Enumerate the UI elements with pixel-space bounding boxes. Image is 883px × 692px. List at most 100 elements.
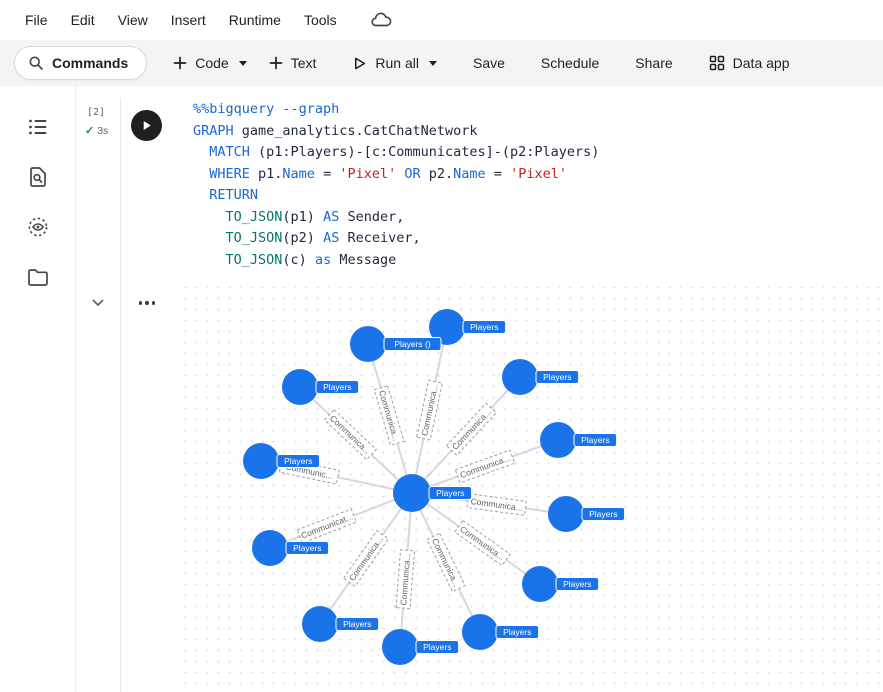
- edge-label[interactable]: Communica...: [454, 519, 511, 567]
- edge-label[interactable]: Communica...: [395, 549, 416, 610]
- dot-icon: [151, 301, 156, 305]
- left-rail: [0, 86, 76, 692]
- execution-time: 3s: [97, 124, 109, 137]
- edge-label[interactable]: Communica...: [416, 379, 443, 441]
- code-line: TO_JSON(p2) AS Receiver,: [225, 230, 421, 246]
- node-label-badge: Players: [415, 640, 460, 654]
- graph-node[interactable]: [548, 496, 584, 532]
- menu-runtime[interactable]: Runtime: [228, 12, 281, 28]
- graph-node[interactable]: [393, 474, 431, 512]
- svg-text:Players: Players: [563, 579, 591, 589]
- graph-node[interactable]: [429, 309, 465, 345]
- edge-label[interactable]: Communica...: [445, 402, 497, 456]
- graph-node[interactable]: [282, 369, 318, 405]
- files-button[interactable]: [14, 252, 62, 302]
- cell-left-border: [120, 98, 121, 692]
- graph-node[interactable]: [462, 614, 498, 650]
- edge-label[interactable]: Communica...: [466, 493, 527, 516]
- play-icon: [352, 56, 367, 71]
- collapse-output-button[interactable]: [89, 294, 107, 312]
- graph-node[interactable]: [502, 359, 538, 395]
- svg-text:Players: Players: [470, 322, 498, 332]
- graph-node[interactable]: [522, 566, 558, 602]
- menu-view[interactable]: View: [117, 12, 148, 28]
- graph-node[interactable]: [350, 326, 386, 362]
- add-code-button[interactable]: Code: [163, 45, 256, 81]
- menu-tools[interactable]: Tools: [303, 12, 337, 28]
- table-of-contents-button[interactable]: [14, 102, 62, 152]
- cloud-save-status-icon[interactable]: [370, 9, 392, 31]
- graph-node[interactable]: [382, 629, 418, 665]
- data-app-label: Data app: [732, 55, 790, 71]
- commands-button[interactable]: Commands: [14, 46, 148, 80]
- svg-text:Players: Players: [436, 488, 464, 498]
- add-text-button[interactable]: Text: [259, 45, 327, 81]
- edge-label[interactable]: Communicat...: [296, 508, 358, 544]
- search-icon: [28, 55, 44, 71]
- chevron-down-icon: [428, 60, 437, 66]
- add-text-label: Text: [290, 55, 317, 71]
- execution-status: ✓ 3s: [85, 124, 109, 138]
- svg-text:Players: Players: [323, 382, 351, 392]
- commands-label: Commands: [52, 55, 129, 71]
- code-line: MATCH (p1:Players)-[c:Communicates]-(p2:…: [209, 144, 600, 160]
- edge-label[interactable]: Communica...: [342, 530, 390, 587]
- toolbar: Commands Code Text Run all Save Schedule…: [0, 40, 883, 86]
- grid-icon: [709, 55, 725, 71]
- run-cell-button[interactable]: [131, 110, 162, 141]
- data-inspector-button[interactable]: [14, 202, 62, 252]
- svg-text:Players: Players: [543, 372, 571, 382]
- schedule-label: Schedule: [540, 55, 600, 71]
- edge-label[interactable]: Communica...: [373, 385, 405, 446]
- svg-text:Communica...: Communica...: [328, 413, 373, 456]
- list-icon: [26, 115, 50, 139]
- plus-icon: [173, 56, 187, 70]
- dot-icon: [138, 301, 143, 305]
- menu-file[interactable]: File: [25, 12, 48, 28]
- output-more-options-button[interactable]: [136, 294, 158, 312]
- share-button[interactable]: Share: [625, 45, 682, 81]
- svg-text:Players (): Players (): [394, 339, 431, 349]
- plus-icon: [269, 56, 283, 70]
- edge-label[interactable]: Communica...: [454, 449, 516, 484]
- menubar: File Edit View Insert Runtime Tools: [0, 0, 883, 40]
- svg-text:Communica...: Communica...: [430, 537, 462, 588]
- svg-text:Players: Players: [503, 627, 531, 637]
- inspector-eye-icon: [26, 215, 50, 239]
- svg-text:Players: Players: [343, 619, 371, 629]
- edge-label[interactable]: Communica...: [323, 408, 377, 461]
- find-replace-button[interactable]: [14, 152, 62, 202]
- graph-node[interactable]: [302, 606, 338, 642]
- code-line: TO_JSON(p1) AS Sender,: [225, 208, 405, 225]
- save-button[interactable]: Save: [463, 45, 515, 81]
- data-app-button[interactable]: Data app: [699, 45, 800, 81]
- dot-icon: [145, 301, 149, 305]
- node-label-badge: Players (): [383, 337, 442, 351]
- svg-text:Players: Players: [581, 435, 609, 445]
- svg-text:Players: Players: [293, 543, 321, 553]
- svg-text:Communica...: Communica...: [347, 534, 385, 583]
- svg-text:Players: Players: [423, 642, 451, 652]
- chevron-down-icon: [238, 60, 247, 66]
- share-label: Share: [635, 55, 673, 71]
- graph-node[interactable]: [252, 530, 288, 566]
- node-label-badge: Players: [495, 625, 540, 639]
- run-all-button[interactable]: Run all: [342, 45, 447, 81]
- node-label-badge: Players: [535, 370, 580, 384]
- edge-label[interactable]: Communica...: [426, 532, 466, 593]
- add-code-label: Code: [195, 55, 229, 71]
- graph-canvas[interactable]: Communica...Communica...Communica...Comm…: [175, 287, 883, 692]
- svg-text:Players: Players: [589, 509, 617, 519]
- schedule-button[interactable]: Schedule: [531, 45, 609, 81]
- node-label-badge: Players: [462, 320, 507, 334]
- node-label-badge: Players: [428, 486, 473, 500]
- graph-node[interactable]: [243, 443, 279, 479]
- menu-insert[interactable]: Insert: [170, 12, 206, 28]
- menu-edit[interactable]: Edit: [70, 12, 95, 28]
- svg-text:Communica...: Communica...: [458, 524, 507, 563]
- graph-node[interactable]: [540, 422, 576, 458]
- svg-text:Players: Players: [284, 456, 312, 466]
